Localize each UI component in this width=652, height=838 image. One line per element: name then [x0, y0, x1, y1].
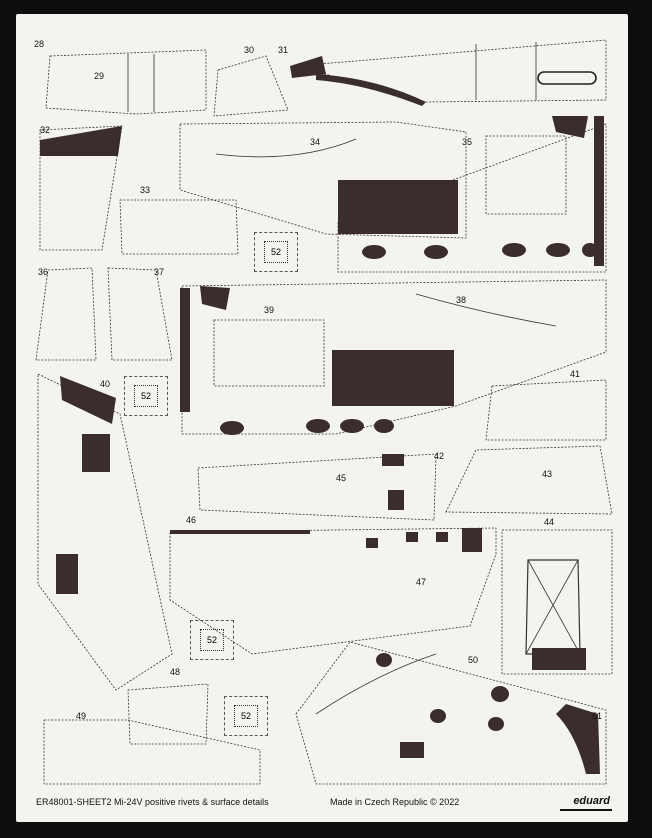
dark-panel-40: [60, 376, 116, 424]
part-label-45: 45: [336, 473, 347, 483]
part-34-outline: [179, 121, 467, 239]
part-label-52: 52: [264, 241, 288, 263]
part-33-outline: [119, 199, 239, 255]
part-label-32: 32: [40, 125, 51, 135]
part-label-48: 48: [170, 667, 181, 677]
part-52-plate: 52: [254, 232, 298, 272]
part-label-51: 51: [592, 711, 603, 721]
part-label-40: 40: [100, 379, 111, 389]
part-label-38: 38: [456, 295, 467, 305]
part-label-43: 43: [542, 469, 553, 479]
part-label-42: 42: [434, 451, 445, 461]
part-30-outline: [213, 55, 289, 117]
part-52-plate: 52: [190, 620, 234, 660]
part-49-outline: [43, 719, 261, 785]
sheet-code-text: ER48001-SHEET2 Mi-24V positive rivets & …: [36, 797, 269, 807]
part-label-29: 29: [94, 71, 105, 81]
part-41-outline: [485, 379, 607, 441]
part-32-outline: [39, 125, 123, 251]
dark-panel-38: [332, 350, 454, 406]
parts-artwork: [35, 39, 613, 785]
part-label-30: 30: [244, 45, 255, 55]
brand-logo: eduard: [573, 795, 610, 807]
origin-text: Made in Czech Republic © 2022: [330, 797, 460, 807]
part-label-36: 36: [38, 267, 49, 277]
part-52-plate: 52: [224, 696, 268, 736]
part-label-46: 46: [186, 515, 197, 525]
part-43-outline: [445, 445, 613, 515]
part-44-outline: [501, 529, 613, 675]
part-52-plate: 52: [124, 376, 168, 416]
part-40-outline: [37, 373, 173, 691]
part-38-39-outline: [181, 279, 607, 435]
part-label-28: 28: [34, 39, 45, 49]
photo-etch-sheet: 28 29 30 31 32 33 34 35 36 37 38 39 40 4…: [16, 14, 628, 822]
part-label-47: 47: [416, 577, 427, 587]
part-37-outline: [107, 267, 173, 361]
part-label-39: 39: [264, 305, 275, 315]
part-31-outline: [295, 39, 607, 103]
part-46-47-outline: [169, 527, 497, 655]
dark-panel-32: [40, 126, 122, 156]
dark-panel-31: [290, 56, 326, 78]
part-label-33: 33: [140, 185, 151, 195]
part-28-29-outline: [45, 49, 207, 115]
part-label-31: 31: [278, 45, 289, 55]
dark-panel-35: [338, 180, 458, 234]
part-label-34: 34: [310, 137, 321, 147]
brand-underline: [560, 809, 612, 811]
part-label-49: 49: [76, 711, 87, 721]
part-label-35: 35: [462, 137, 473, 147]
part-42-45-outline: [197, 453, 437, 521]
part-label-41: 41: [570, 369, 581, 379]
part-48-outline: [127, 683, 209, 745]
part-36-outline: [35, 267, 97, 361]
part-35-outline: [337, 123, 607, 273]
part-50-51-outline: [295, 641, 607, 785]
part-label-52: 52: [234, 705, 258, 727]
part-label-37: 37: [154, 267, 165, 277]
part-label-52: 52: [200, 629, 224, 651]
part-label-50: 50: [468, 655, 479, 665]
part-label-52: 52: [134, 385, 158, 407]
part-label-44: 44: [544, 517, 555, 527]
